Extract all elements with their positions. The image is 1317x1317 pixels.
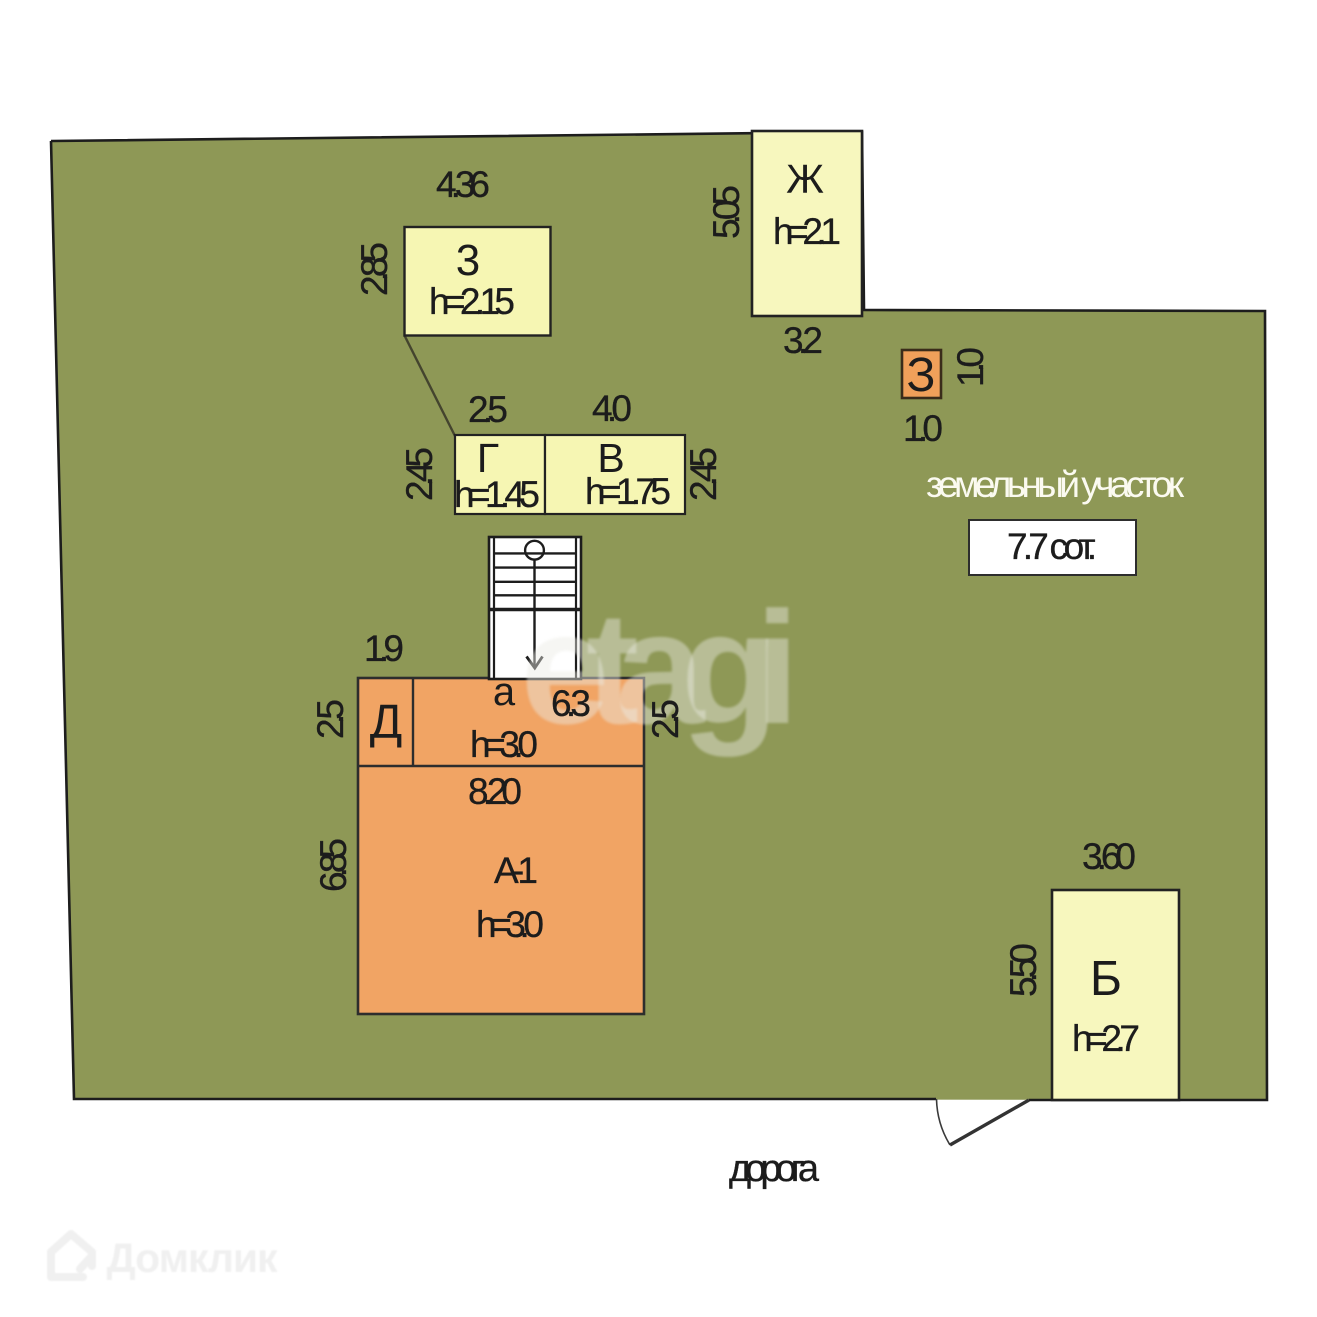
- svg-text:h=1.75: h=1.75: [585, 471, 671, 512]
- svg-text:Домклик: Домклик: [107, 1235, 278, 1281]
- svg-text:2.5: 2.5: [468, 389, 508, 430]
- svg-text:h=1.45: h=1.45: [454, 474, 540, 515]
- svg-text:4.36: 4.36: [436, 164, 490, 205]
- svg-text:В: В: [597, 435, 624, 481]
- svg-text:Ж: Ж: [786, 156, 824, 202]
- svg-text:1.9: 1.9: [364, 628, 404, 669]
- svg-text:3: 3: [456, 236, 480, 285]
- svg-text:etagi: etagi: [521, 578, 800, 757]
- svg-text:2.45: 2.45: [683, 447, 724, 501]
- svg-text:5.05: 5.05: [706, 185, 747, 239]
- svg-text:дорога: дорога: [729, 1148, 820, 1190]
- svg-text:А-1: А-1: [494, 850, 538, 891]
- svg-text:8.20: 8.20: [468, 771, 522, 812]
- svg-text:h=2.7: h=2.7: [1072, 1018, 1140, 1059]
- svg-text:h=3.0: h=3.0: [470, 724, 538, 765]
- svg-text:2.5: 2.5: [645, 699, 686, 739]
- svg-text:6.3: 6.3: [551, 683, 591, 724]
- svg-text:3.60: 3.60: [1082, 836, 1136, 877]
- svg-text:5.50: 5.50: [1003, 943, 1044, 997]
- svg-text:4.0: 4.0: [592, 388, 632, 429]
- svg-text:З: З: [907, 349, 936, 402]
- svg-text:Г: Г: [477, 435, 499, 481]
- svg-text:h=2.1: h=2.1: [773, 211, 841, 252]
- svg-text:7.7 сот.: 7.7 сот.: [1007, 526, 1097, 567]
- svg-text:h=2.15: h=2.15: [429, 281, 515, 322]
- svg-text:Б: Б: [1090, 952, 1122, 1006]
- svg-text:1.0: 1.0: [950, 347, 991, 387]
- svg-text:1.0: 1.0: [903, 408, 943, 449]
- svg-text:2.85: 2.85: [354, 242, 395, 296]
- svg-text:земельный участок: земельный участок: [926, 464, 1185, 505]
- svg-text:2.5: 2.5: [310, 699, 351, 739]
- svg-text:2.45: 2.45: [399, 447, 440, 501]
- svg-text:3.2: 3.2: [783, 320, 823, 361]
- svg-text:6.85: 6.85: [313, 838, 354, 892]
- svg-text:h=3.0: h=3.0: [476, 904, 544, 945]
- svg-text:a: a: [493, 670, 516, 714]
- svg-text:Д: Д: [370, 696, 403, 749]
